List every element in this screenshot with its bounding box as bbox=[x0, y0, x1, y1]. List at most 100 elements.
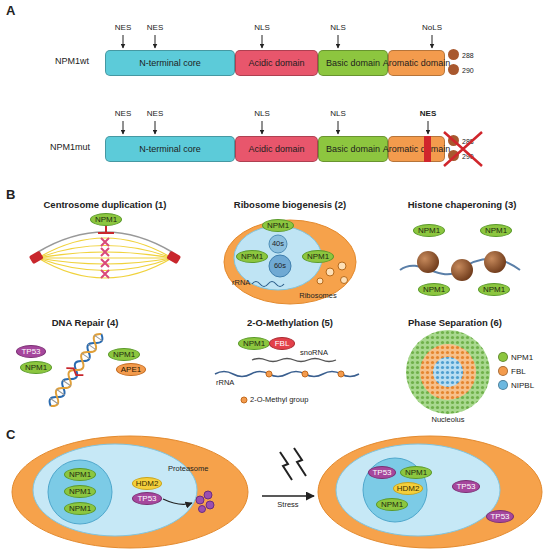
nucleus bbox=[33, 444, 197, 536]
histones bbox=[417, 251, 506, 281]
protein-oval: FBL bbox=[269, 337, 295, 350]
lightning bbox=[294, 448, 306, 476]
node-text: NPM1 bbox=[267, 222, 289, 230]
node-text: NPM1 bbox=[307, 253, 329, 261]
protein-oval: NPM1 bbox=[238, 337, 270, 350]
node-text: 288 bbox=[462, 52, 474, 59]
signal-label: NES bbox=[147, 24, 163, 33]
node-text: TP53 bbox=[490, 513, 509, 521]
nucleolus bbox=[363, 458, 427, 522]
node-text: Acidic domain bbox=[248, 145, 304, 154]
node-text: NPM1 bbox=[485, 227, 507, 235]
protein-oval: APE1 bbox=[116, 363, 146, 376]
protein-oval: NPM1 bbox=[90, 213, 122, 226]
protein-oval: NPM1 bbox=[480, 224, 512, 237]
node-text: NPM1 bbox=[423, 286, 445, 294]
node-text: TP53 bbox=[456, 483, 475, 491]
signal-label: NoLS bbox=[422, 24, 442, 33]
cell bbox=[318, 436, 542, 548]
degradation-arrow bbox=[163, 499, 192, 504]
protein-oval: TP53 bbox=[132, 492, 162, 505]
node-text: NPM1 bbox=[243, 340, 265, 348]
nucleolus-outer bbox=[406, 330, 490, 414]
annotation: rRNA bbox=[216, 379, 234, 387]
signal-label: NLS bbox=[254, 24, 270, 33]
subunit bbox=[269, 235, 287, 253]
variant-label: NPM1mut bbox=[50, 143, 90, 153]
protein-oval: HDM2 bbox=[393, 482, 423, 495]
node-text: NPM1 bbox=[381, 501, 403, 509]
node-text: N-terminal core bbox=[139, 145, 201, 154]
domain-box: Basic domain bbox=[318, 50, 388, 76]
cell bbox=[224, 220, 356, 304]
signal-arrows bbox=[123, 35, 432, 134]
legend-swatch bbox=[498, 366, 508, 376]
subunit bbox=[269, 255, 291, 277]
signal-label: NLS bbox=[330, 24, 346, 33]
node-text: NPM1 bbox=[418, 227, 440, 235]
domain-box: Basic domain bbox=[318, 136, 388, 162]
node-text: NPM1 bbox=[483, 286, 505, 294]
annotation: 2-O-Methyl group bbox=[250, 396, 308, 404]
protein-oval: NPM1 bbox=[64, 485, 96, 498]
node-text: TP53 bbox=[137, 495, 156, 503]
panel-letter: A bbox=[6, 4, 15, 18]
protein-oval: NPM1 bbox=[418, 283, 450, 296]
signal-label: NES bbox=[147, 110, 163, 119]
legend-text: NPM1 bbox=[511, 353, 533, 362]
domain-box: N-terminal core bbox=[105, 136, 235, 162]
protein-oval: TP53 bbox=[452, 480, 480, 493]
annotation: Ribosomes bbox=[299, 292, 337, 300]
legend-text: NIPBL bbox=[511, 381, 534, 390]
centrosome bbox=[29, 251, 44, 265]
node-text: Basic domain bbox=[326, 145, 380, 154]
protein-oval: NPM1 bbox=[478, 283, 510, 296]
mutation-stripe bbox=[424, 136, 431, 162]
annotation: 60s bbox=[274, 262, 286, 270]
node-text: TP53 bbox=[372, 469, 391, 477]
residue-marker: 288 bbox=[448, 49, 480, 61]
node-text: FBL bbox=[275, 340, 290, 348]
node-text: NPM1 bbox=[113, 351, 135, 359]
spindle bbox=[38, 238, 172, 278]
node-text: NPM1 bbox=[69, 471, 91, 479]
deletion-cross bbox=[444, 132, 482, 166]
panel-letter: C bbox=[6, 428, 15, 442]
annotation: Proteasome bbox=[168, 465, 208, 473]
panel-title: Ribosome biogenesis (2) bbox=[234, 200, 346, 210]
node-text: TP53 bbox=[21, 348, 40, 356]
protein-oval: NPM1 bbox=[236, 250, 268, 263]
residue-marker: 290 bbox=[448, 64, 480, 76]
protein-oval: NPM1 bbox=[376, 498, 408, 511]
node-text: 290 bbox=[462, 67, 474, 74]
protein-oval: TP53 bbox=[16, 345, 46, 358]
protein-oval: NPM1 bbox=[20, 361, 52, 374]
domain-box: N-terminal core bbox=[105, 50, 235, 76]
nucleolus-core bbox=[433, 357, 463, 387]
node-text: NPM1 bbox=[69, 488, 91, 496]
node-text: NPM1 bbox=[405, 469, 427, 477]
node-text: HDM2 bbox=[397, 485, 420, 493]
annotation: snoRNA bbox=[300, 349, 328, 357]
ribosomes bbox=[317, 262, 348, 284]
signal-label: NLS bbox=[254, 110, 270, 119]
panel-title: DNA Repair (4) bbox=[52, 318, 119, 328]
domain-box: Acidic domain bbox=[235, 50, 318, 76]
node-text: NPM1 bbox=[25, 364, 47, 372]
annotation: Nucleolus bbox=[432, 416, 465, 424]
rrna-strand bbox=[252, 282, 284, 287]
arc bbox=[38, 232, 172, 252]
legend-row: NIPBL bbox=[498, 378, 534, 392]
node-text: NPM1 bbox=[241, 253, 263, 261]
protein-oval: NPM1 bbox=[108, 348, 140, 361]
variant-label: NPM1wt bbox=[55, 57, 89, 67]
proteasome bbox=[196, 491, 214, 513]
node-text: Basic domain bbox=[326, 59, 380, 68]
nucleolus-middle bbox=[420, 344, 476, 400]
nucleolus bbox=[48, 460, 112, 524]
stress-arrow bbox=[262, 495, 314, 497]
nucleus bbox=[336, 444, 500, 536]
annotation: rRNA bbox=[232, 279, 250, 287]
node-text: NPM1 bbox=[95, 216, 117, 224]
